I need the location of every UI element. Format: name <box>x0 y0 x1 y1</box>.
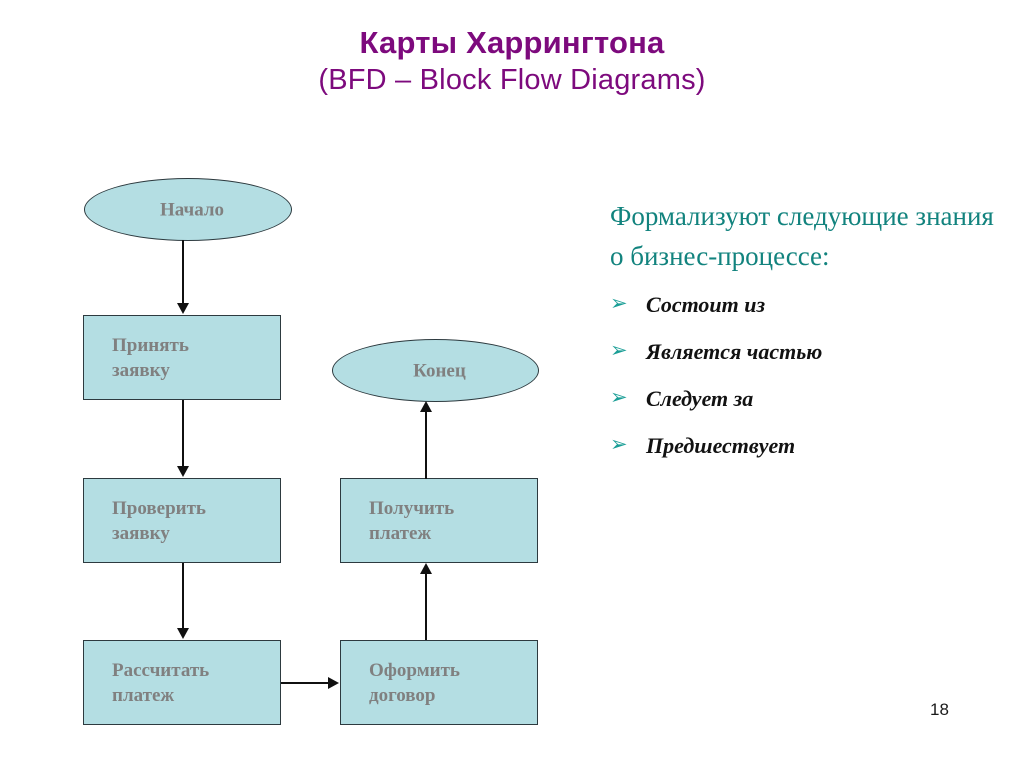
list-item-label: Является частью <box>646 339 823 364</box>
diagram-node-draw-contract-label: Оформить договор <box>369 659 460 706</box>
title-main: Карты Харрингтона <box>359 25 665 60</box>
content-column: Формализуют следующие знания о бизнес-пр… <box>610 196 1000 480</box>
list-item-label: Предшествует <box>646 433 796 458</box>
diagram-node-start-label: Начало <box>159 199 225 220</box>
list-item: ➢ Следует за <box>610 385 1000 412</box>
list-item: ➢ Является частью <box>610 338 1000 365</box>
list-item: ➢ Состоит из <box>610 291 1000 318</box>
diagram-node-check-request[interactable]: Проверить заявку <box>83 478 281 563</box>
chevron-right-bullet-icon: ➢ <box>610 338 628 362</box>
list-item-label: Состоит из <box>646 292 766 317</box>
edge-receive-to-end-arrow-icon <box>420 401 432 412</box>
edge-accept-to-check-line <box>182 400 184 467</box>
diagram-node-end-label: Конец <box>413 360 466 381</box>
chevron-right-bullet-icon: ➢ <box>610 291 628 315</box>
list-item-label: Следует за <box>646 386 754 411</box>
page-title: Карты Харрингтона (BFD – Block Flow Diag… <box>0 24 1024 98</box>
edge-contract-to-receive-arrow-icon <box>420 563 432 574</box>
edge-calc-to-contract-line <box>281 682 329 684</box>
content-bullet-list: ➢ Состоит из ➢ Является частью ➢ Следует… <box>610 291 1000 459</box>
diagram-node-calculate-payment[interactable]: Рассчитать платеж <box>83 640 281 725</box>
diagram-node-receive-payment[interactable]: Получить платеж <box>340 478 538 563</box>
diagram-node-draw-contract[interactable]: Оформить договор <box>340 640 538 725</box>
diagram-node-calculate-payment-label: Рассчитать платеж <box>112 659 210 706</box>
block-flow-diagram: Начало Принять заявку Конец Проверить за… <box>83 178 539 725</box>
edge-check-to-calc-line <box>182 563 184 629</box>
content-intro-text: Формализуют следующие знания о бизнес-пр… <box>610 201 994 271</box>
diagram-node-start[interactable]: Начало <box>84 178 292 241</box>
list-item: ➢ Предшествует <box>610 432 1000 459</box>
edge-receive-to-end-line <box>425 412 427 479</box>
chevron-right-bullet-icon: ➢ <box>610 385 628 409</box>
title-subtitle: (BFD – Block Flow Diagrams) <box>318 64 706 96</box>
edge-start-to-accept-line <box>182 240 184 304</box>
diagram-node-receive-payment-label: Получить платеж <box>369 497 455 544</box>
page-number: 18 <box>930 700 949 719</box>
edge-accept-to-check-arrow-icon <box>177 466 189 477</box>
edge-contract-to-receive-line <box>425 573 427 640</box>
edge-check-to-calc-arrow-icon <box>177 628 189 639</box>
diagram-node-end[interactable]: Конец <box>332 339 539 402</box>
diagram-node-accept-request[interactable]: Принять заявку <box>83 315 281 400</box>
chevron-right-bullet-icon: ➢ <box>610 432 628 456</box>
diagram-node-accept-request-label: Принять заявку <box>112 334 189 381</box>
diagram-node-check-request-label: Проверить заявку <box>112 497 206 544</box>
edge-start-to-accept-arrow-icon <box>177 303 189 314</box>
edge-calc-to-contract-arrow-icon <box>328 677 339 689</box>
